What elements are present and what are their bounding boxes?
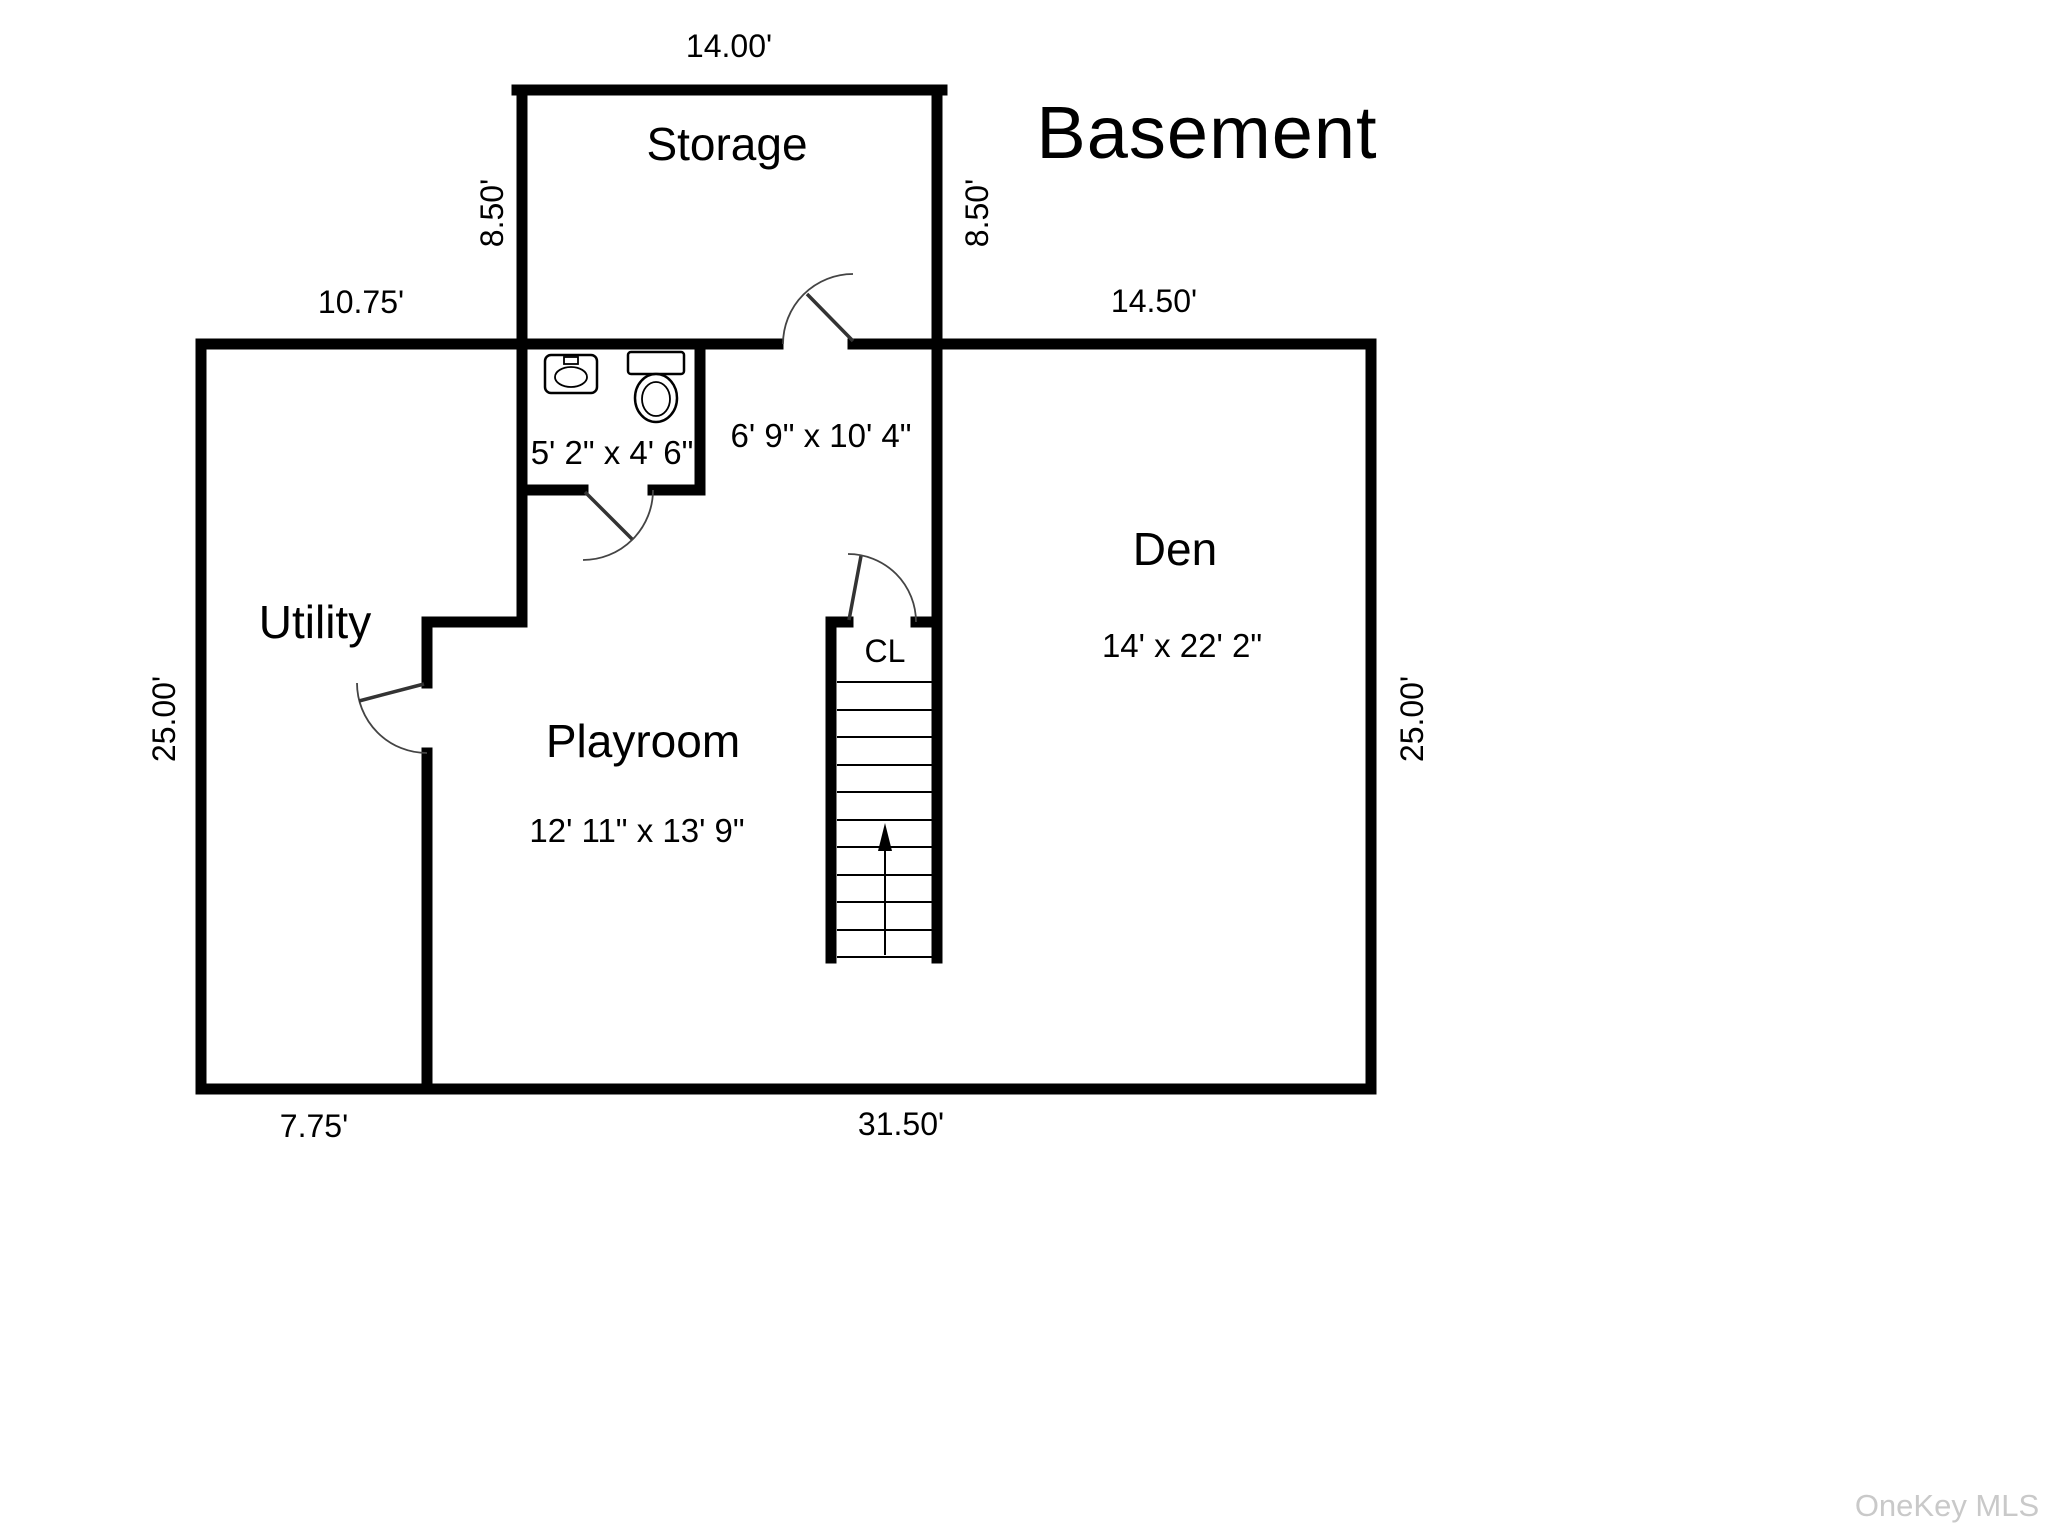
dim-storage-top: 14.00' [686, 28, 772, 64]
door-bathroom [582, 489, 654, 561]
room-size-hall: 6' 9" x 10' 4" [731, 417, 912, 454]
walls [195, 84, 1377, 1095]
door-bathroom-panel [583, 490, 634, 541]
sink-bowl [554, 366, 588, 388]
wall-lines [195, 84, 1377, 1095]
room-size-playroom: 12' 11" x 13' 9" [529, 812, 744, 849]
up-arrow-head [878, 823, 892, 851]
dim-storage-right: 8.50' [959, 179, 995, 247]
page-title: Basement [1036, 91, 1377, 174]
door-bathroom-arc [582, 489, 654, 561]
toilet-tank [626, 350, 686, 376]
door-closet-arc [847, 553, 917, 623]
room-label-storage: Storage [646, 118, 807, 170]
room-size-den: 14' x 22' 2" [1102, 627, 1262, 664]
door-storage-arc [782, 273, 854, 345]
room-label-utility: Utility [259, 596, 371, 648]
sink-faucet [563, 356, 579, 365]
sink-icon [543, 353, 599, 395]
door-utility-arc [356, 682, 428, 754]
door-closet [847, 553, 917, 623]
room-label-playroom: Playroom [546, 715, 740, 767]
dim-side-right: 25.00' [1394, 676, 1430, 762]
dim-side-left: 25.00' [146, 676, 182, 762]
door-closet-panel [847, 555, 863, 621]
toilet-bowl-inner [641, 381, 671, 417]
toilet-icon [626, 350, 686, 424]
dim-storage-left: 8.50' [474, 179, 510, 247]
staircase [837, 681, 932, 958]
dim-bottom-center: 31.50' [858, 1106, 944, 1142]
door-storage [782, 273, 855, 345]
room-label-closet: CL [865, 633, 906, 669]
bathroom-fixtures [543, 350, 686, 424]
room-label-den: Den [1133, 523, 1217, 575]
door-storage-panel [805, 292, 855, 343]
door-utility-panel [358, 682, 425, 703]
dim-top-left: 10.75' [318, 284, 404, 320]
room-size-bathroom: 5' 2" x 4' 6" [531, 434, 694, 471]
dim-top-right: 14.50' [1111, 283, 1197, 319]
doors [356, 273, 917, 754]
watermark: OneKey MLS [1855, 1488, 2039, 1523]
door-utility [356, 682, 428, 754]
dim-bottom-left: 7.75' [280, 1108, 348, 1144]
